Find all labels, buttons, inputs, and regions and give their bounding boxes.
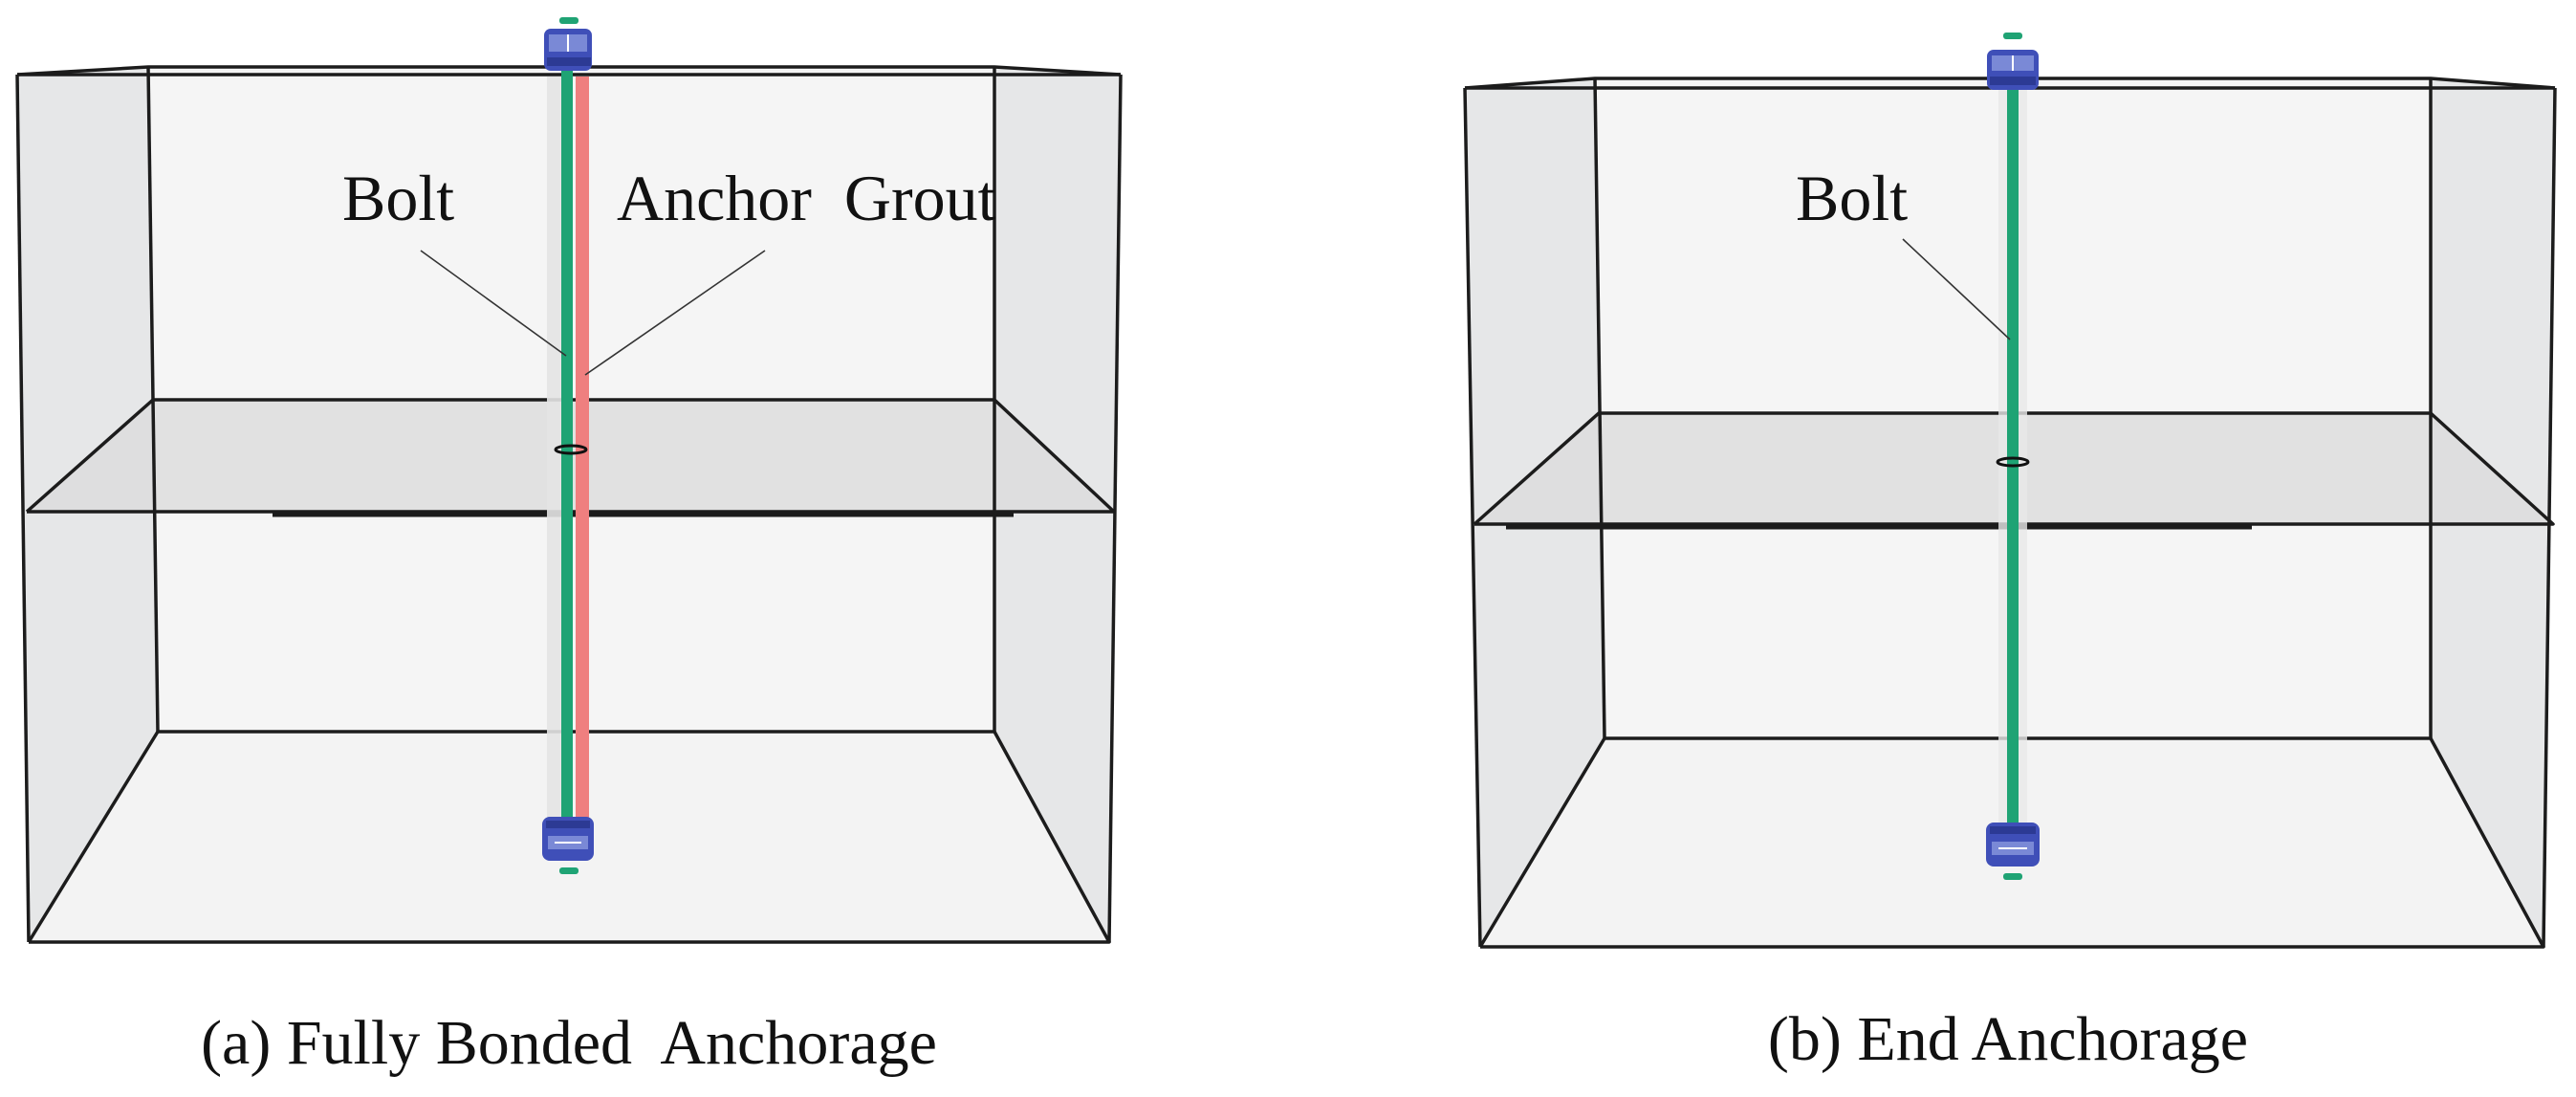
bolt-tip-top xyxy=(2003,33,2022,39)
joint-plane-edges xyxy=(25,398,1116,514)
anchor-plate-bottom xyxy=(542,817,594,861)
floor-edges xyxy=(27,730,1111,944)
right-front-edge xyxy=(2542,87,2557,948)
bolt-label: Bolt xyxy=(1796,162,1908,234)
joint-hole xyxy=(554,444,588,455)
bolt xyxy=(561,57,573,842)
bolt-tip-bottom xyxy=(2003,873,2022,880)
bolt-leader-line xyxy=(420,250,567,357)
panel-fully-bonded: Bolt Anchor Grout (a) Fully Bonded Ancho… xyxy=(15,17,1123,1078)
anchor-grout-label: Anchor Grout xyxy=(617,162,996,234)
anchor-plate-top xyxy=(1987,50,2039,90)
bolt xyxy=(2007,67,2019,861)
panel-end-anchorage: Bolt (b) End Anchorage xyxy=(1463,33,2557,1074)
floor-edges xyxy=(1478,736,2545,949)
joint-hole xyxy=(1996,456,2030,468)
grout-leader-line xyxy=(584,250,766,376)
joint-plane-edges xyxy=(1473,411,2555,526)
bolt-tip-bottom xyxy=(559,867,579,874)
left-front-edge xyxy=(15,74,31,943)
right-front-edge xyxy=(1107,74,1123,943)
bolt-leader-line xyxy=(1902,238,2011,340)
caption-a: (a) Fully Bonded Anchorage xyxy=(201,1008,937,1078)
left-back-edge xyxy=(1593,77,1606,739)
left-front-edge xyxy=(1463,87,1482,948)
caption-b: (b) End Anchorage xyxy=(1768,1004,2248,1074)
anchor-grout xyxy=(576,77,589,832)
bolt-label: Bolt xyxy=(342,162,454,234)
anchor-plate-bottom xyxy=(1986,823,2040,867)
bolt-tip-top xyxy=(559,17,579,24)
anchor-plate-top xyxy=(544,29,592,71)
